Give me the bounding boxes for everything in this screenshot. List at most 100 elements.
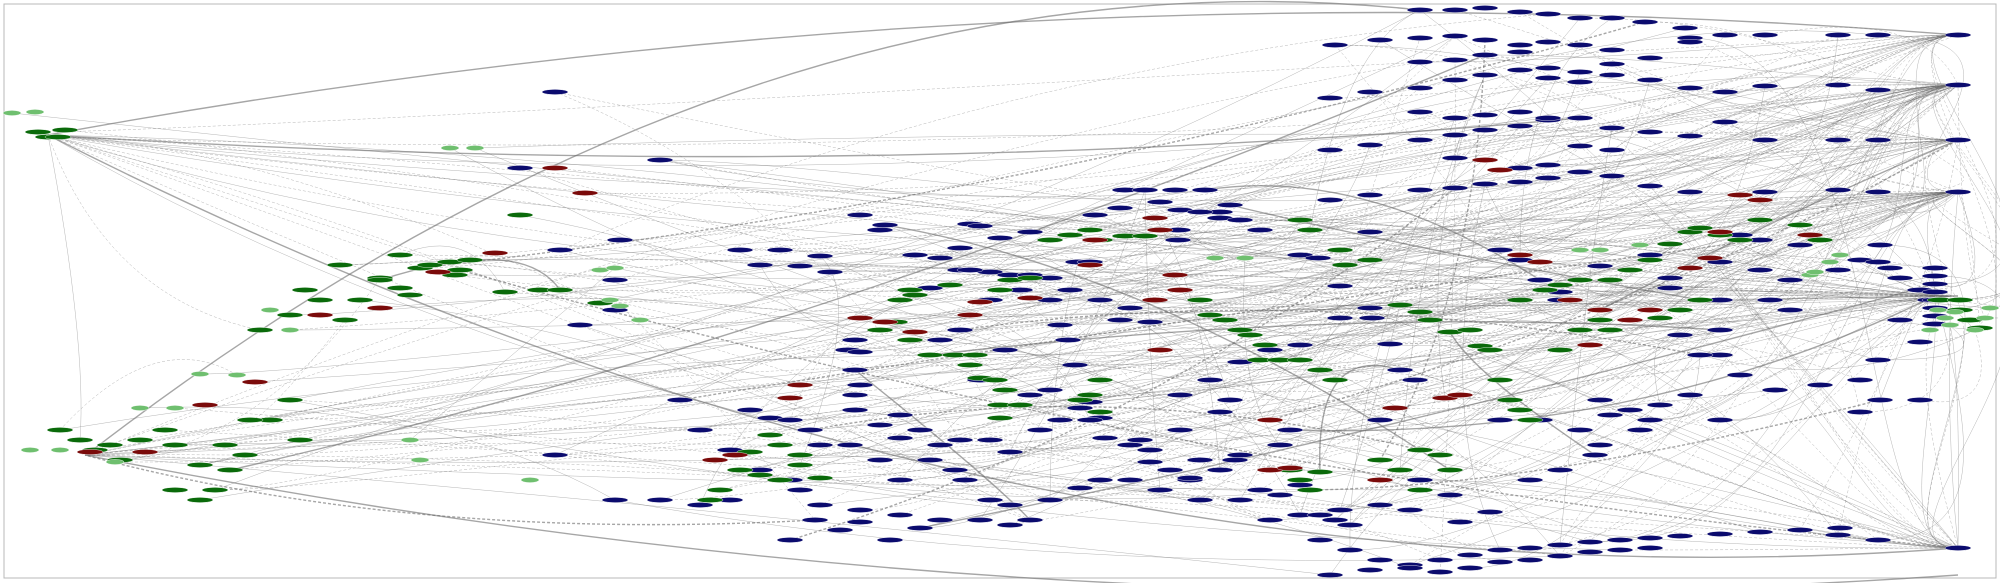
green-node[interactable] bbox=[246, 327, 274, 333]
blue-node[interactable] bbox=[1456, 552, 1484, 558]
blue-node[interactable] bbox=[1486, 559, 1514, 565]
blue-node[interactable] bbox=[1598, 61, 1626, 67]
green-node[interactable] bbox=[66, 437, 94, 443]
blue-node[interactable] bbox=[1286, 482, 1314, 488]
blue-node[interactable] bbox=[1396, 565, 1424, 571]
blue-node[interactable] bbox=[1356, 192, 1384, 198]
green-node[interactable] bbox=[161, 442, 189, 448]
blue-node[interactable] bbox=[1676, 133, 1704, 139]
light-green-node[interactable] bbox=[410, 457, 430, 463]
blue-node[interactable] bbox=[1566, 143, 1594, 149]
blue-node[interactable] bbox=[1671, 25, 1699, 31]
red-node[interactable] bbox=[1556, 297, 1584, 303]
blue-node[interactable] bbox=[1056, 287, 1084, 293]
red-node[interactable] bbox=[871, 319, 899, 325]
blue-node[interactable] bbox=[1546, 467, 1574, 473]
blue-node[interactable] bbox=[1864, 537, 1892, 543]
blue-node[interactable] bbox=[646, 497, 674, 503]
blue-node[interactable] bbox=[841, 407, 869, 413]
green-node[interactable] bbox=[786, 462, 814, 468]
blue-node[interactable] bbox=[1191, 187, 1219, 193]
green-node[interactable] bbox=[1436, 467, 1464, 473]
blue-node[interactable] bbox=[1506, 123, 1534, 129]
green-node[interactable] bbox=[161, 487, 189, 493]
blue-node[interactable] bbox=[1534, 175, 1562, 181]
red-node[interactable] bbox=[1526, 259, 1554, 265]
blue-node[interactable] bbox=[1846, 409, 1874, 415]
blue-node[interactable] bbox=[1944, 189, 1972, 195]
blue-node[interactable] bbox=[1471, 181, 1499, 187]
blue-node[interactable] bbox=[1636, 129, 1664, 135]
blue-node[interactable] bbox=[1226, 497, 1254, 503]
blue-node[interactable] bbox=[1316, 95, 1344, 101]
blue-node[interactable] bbox=[1824, 137, 1852, 143]
blue-node[interactable] bbox=[1471, 127, 1499, 133]
blue-node[interactable] bbox=[1636, 252, 1664, 258]
blue-node[interactable] bbox=[1656, 285, 1684, 291]
green-node[interactable] bbox=[1506, 407, 1534, 413]
red-node[interactable] bbox=[571, 190, 599, 196]
blue-node[interactable] bbox=[1426, 557, 1454, 563]
blue-node[interactable] bbox=[1336, 522, 1364, 528]
blue-node[interactable] bbox=[996, 502, 1024, 508]
blue-node[interactable] bbox=[1534, 162, 1562, 168]
blue-node[interactable] bbox=[1366, 557, 1394, 563]
green-node[interactable] bbox=[1296, 487, 1324, 493]
light-green-node[interactable] bbox=[1235, 255, 1255, 261]
blue-node[interactable] bbox=[1576, 539, 1604, 545]
green-node[interactable] bbox=[326, 262, 354, 268]
green-node[interactable] bbox=[786, 452, 814, 458]
green-node[interactable] bbox=[491, 289, 519, 295]
blue-node[interactable] bbox=[1534, 11, 1562, 17]
blue-node[interactable] bbox=[1186, 497, 1214, 503]
green-node[interactable] bbox=[1386, 467, 1414, 473]
blue-node[interactable] bbox=[976, 437, 1004, 443]
blue-node[interactable] bbox=[886, 412, 914, 418]
green-node[interactable] bbox=[1306, 469, 1334, 475]
green-node[interactable] bbox=[416, 262, 444, 268]
green-node[interactable] bbox=[1566, 327, 1594, 333]
green-node[interactable] bbox=[886, 297, 914, 303]
blue-node[interactable] bbox=[836, 442, 864, 448]
blue-node[interactable] bbox=[1756, 297, 1784, 303]
red-node[interactable] bbox=[846, 315, 874, 321]
red-node[interactable] bbox=[1256, 417, 1284, 423]
blue-node[interactable] bbox=[1081, 212, 1109, 218]
blue-node[interactable] bbox=[996, 449, 1024, 455]
green-node[interactable] bbox=[1196, 312, 1224, 318]
blue-node[interactable] bbox=[1266, 492, 1294, 498]
red-node[interactable] bbox=[1141, 297, 1169, 303]
blue-node[interactable] bbox=[1356, 89, 1384, 95]
blue-node[interactable] bbox=[1406, 35, 1434, 41]
blue-node[interactable] bbox=[1746, 267, 1774, 273]
blue-node[interactable] bbox=[1824, 187, 1852, 193]
green-node[interactable] bbox=[1666, 307, 1694, 313]
blue-node[interactable] bbox=[746, 262, 774, 268]
blue-node[interactable] bbox=[1944, 137, 1972, 143]
blue-node[interactable] bbox=[1636, 77, 1664, 83]
light-green-node[interactable] bbox=[1975, 315, 1995, 321]
light-green-node[interactable] bbox=[1980, 305, 2000, 311]
blue-node[interactable] bbox=[1676, 85, 1704, 91]
green-node[interactable] bbox=[1036, 237, 1064, 243]
green-node[interactable] bbox=[1016, 275, 1044, 281]
blue-node[interactable] bbox=[601, 497, 629, 503]
blue-node[interactable] bbox=[1406, 85, 1434, 91]
green-node[interactable] bbox=[1416, 317, 1444, 323]
blue-node[interactable] bbox=[1376, 341, 1404, 347]
blue-node[interactable] bbox=[1598, 125, 1626, 131]
blue-node[interactable] bbox=[1598, 72, 1626, 78]
green-node[interactable] bbox=[766, 442, 794, 448]
blue-node[interactable] bbox=[1864, 32, 1892, 38]
blue-node[interactable] bbox=[1886, 317, 1914, 323]
light-green-node[interactable] bbox=[50, 447, 70, 453]
blue-node[interactable] bbox=[1751, 83, 1779, 89]
green-node[interactable] bbox=[1366, 457, 1394, 463]
light-green-node[interactable] bbox=[190, 371, 210, 377]
blue-node[interactable] bbox=[1176, 475, 1204, 481]
green-node[interactable] bbox=[1321, 377, 1349, 383]
blue-node[interactable] bbox=[786, 487, 814, 493]
green-node[interactable] bbox=[1456, 327, 1484, 333]
red-node[interactable] bbox=[786, 382, 814, 388]
green-node[interactable] bbox=[1251, 342, 1279, 348]
